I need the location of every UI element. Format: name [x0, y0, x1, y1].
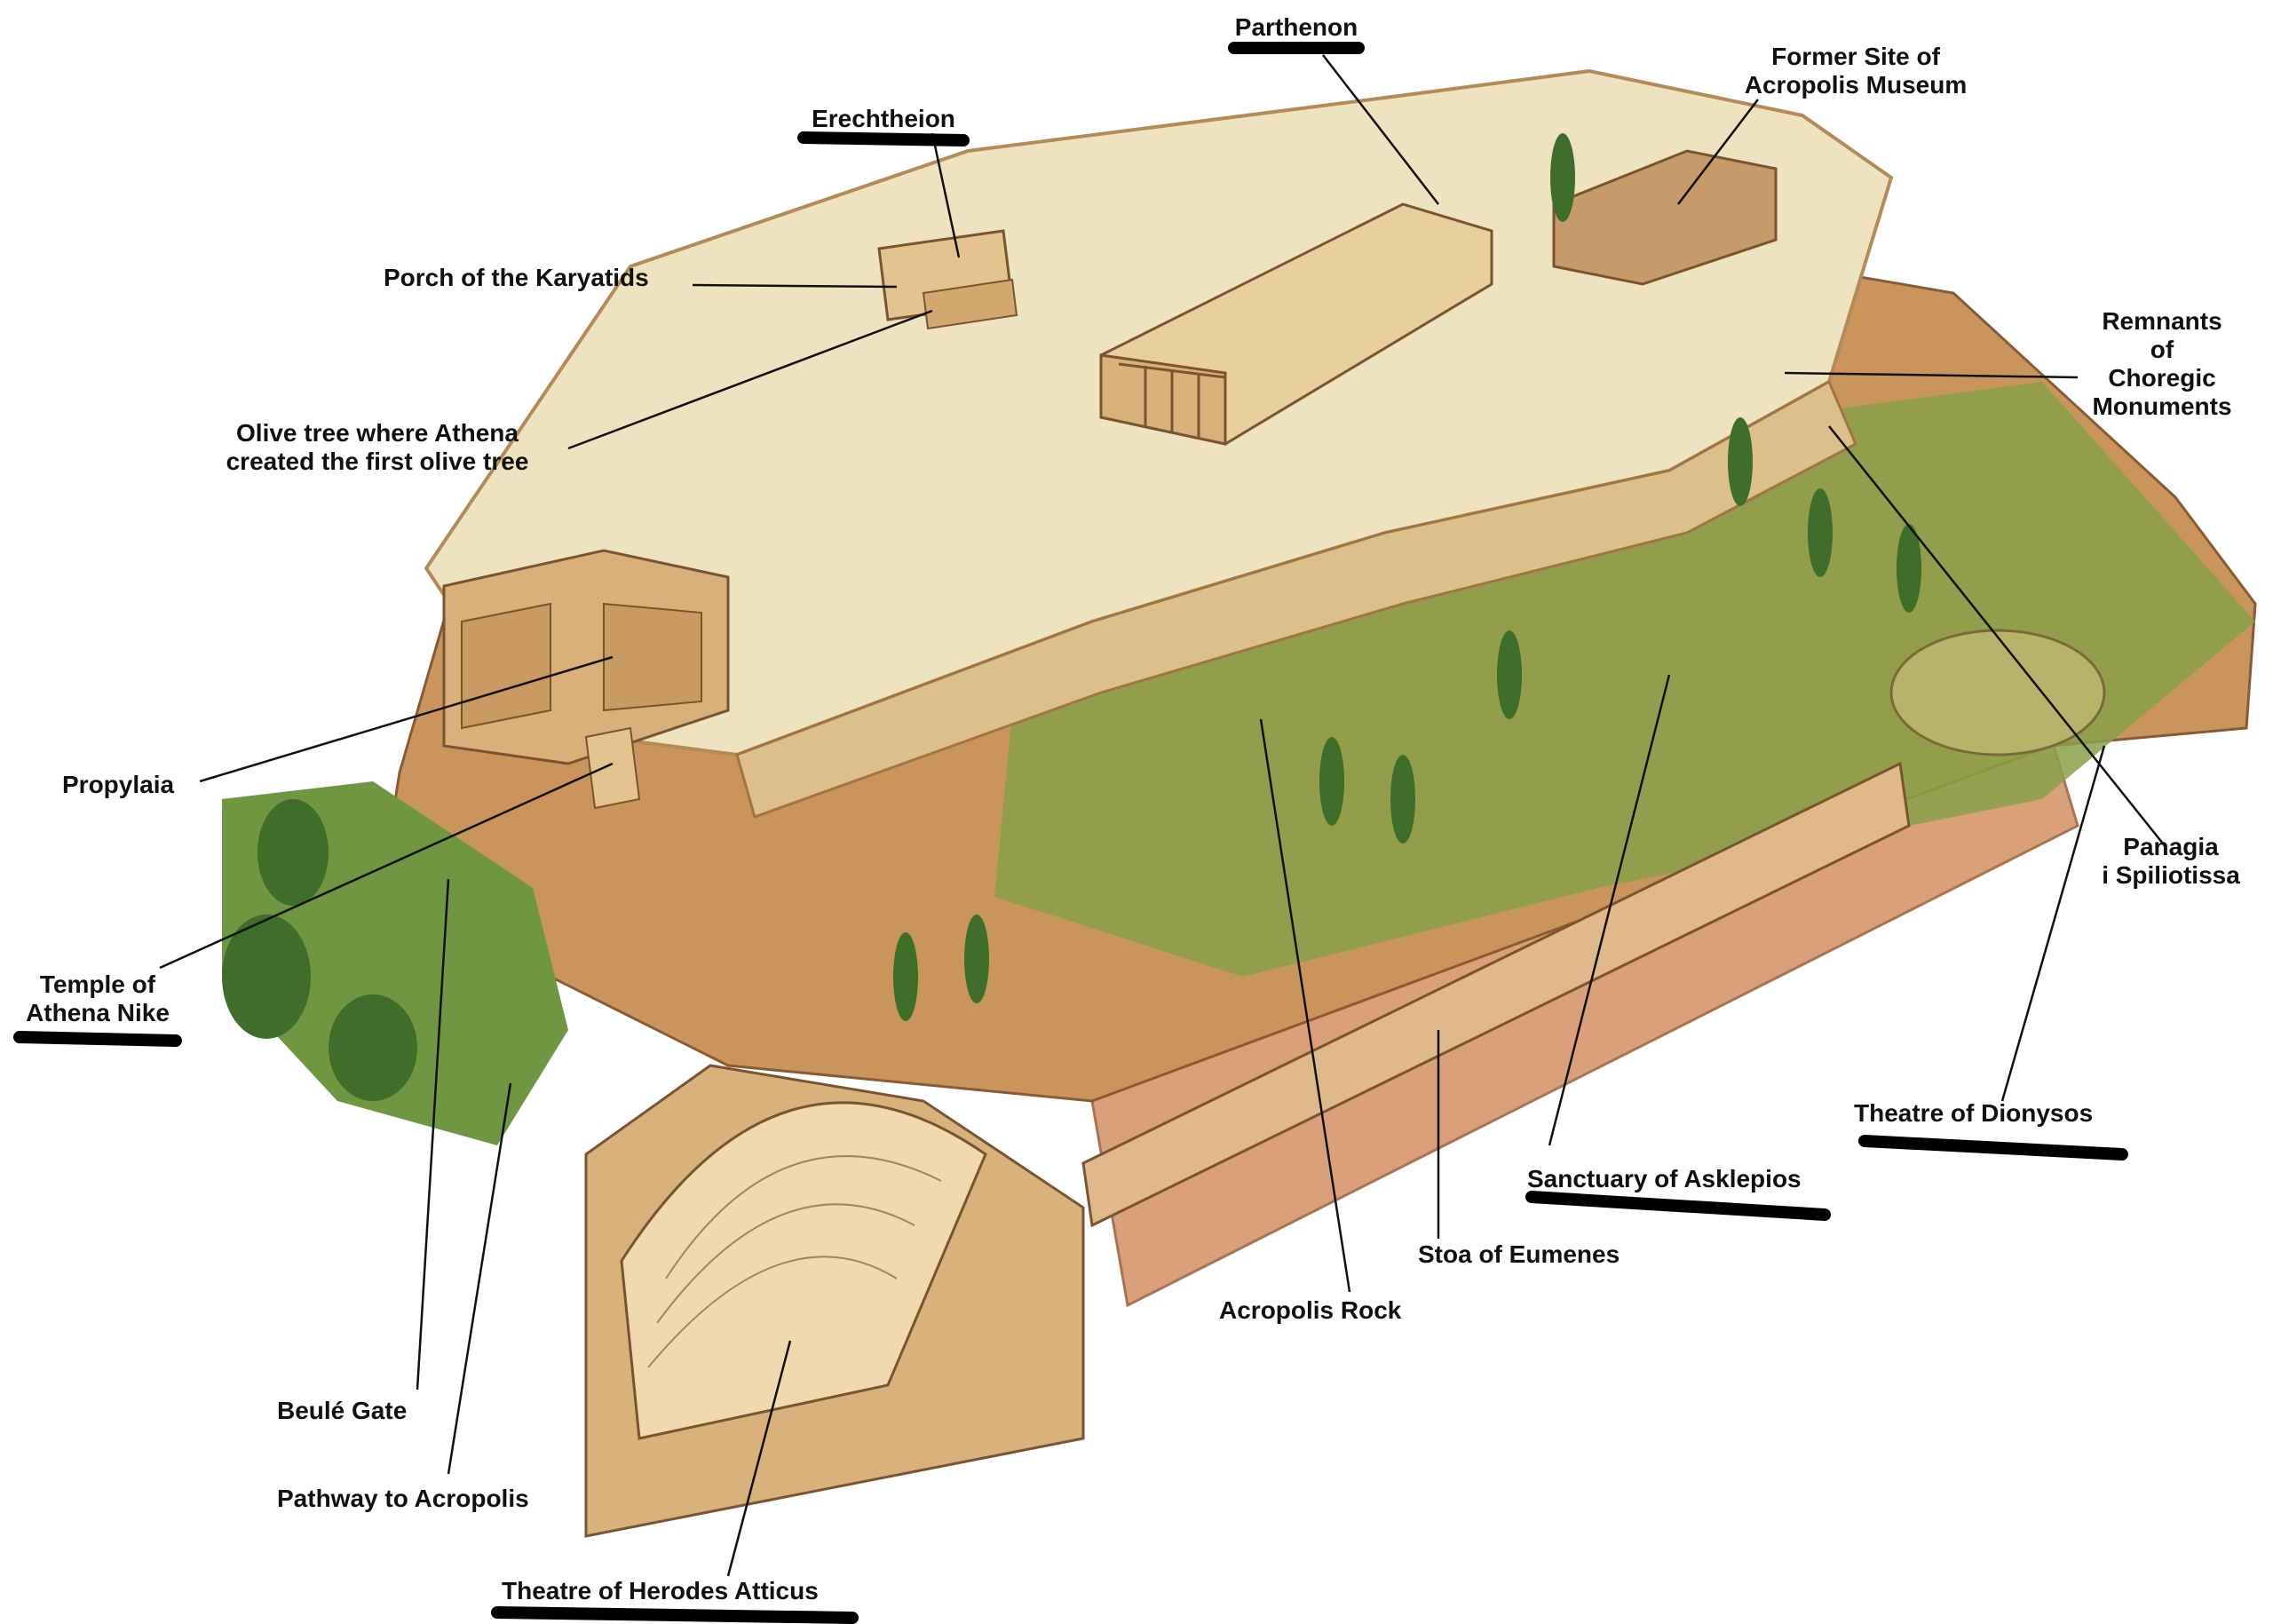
leader-athena-nike [159, 762, 614, 970]
leader-propylaia [199, 655, 614, 783]
label-choregic: Remnants of Choregic Monuments [2069, 307, 2255, 421]
leader-lines [159, 54, 2167, 1577]
label-eumenes: Stoa of Eumenes [1418, 1240, 1620, 1268]
underline-herodes [491, 1606, 859, 1624]
label-athena-nike-line2: Athena Nike [26, 999, 170, 1026]
athena-nike-temple [584, 726, 641, 810]
label-olive-tree-line2: created the first olive tree [226, 448, 529, 475]
label-panagia: Panagia i Spiliotissa [2078, 833, 2264, 890]
underline-asklepios [1525, 1191, 1831, 1221]
underline-erechtheion [797, 131, 970, 147]
label-acropolis-rock: Acropolis Rock [1219, 1296, 1402, 1324]
label-panagia-line1: Panagia [2123, 833, 2219, 860]
label-herodes-atticus: Theatre of Herodes Atticus [502, 1577, 819, 1604]
leader-erechtheion [931, 132, 961, 258]
label-asklepios: Sanctuary of Asklepios [1527, 1165, 1802, 1192]
leader-herodes [726, 1340, 792, 1577]
label-athena-nike: Temple of Athena Nike [9, 970, 186, 1027]
leader-olive-tree [567, 309, 933, 450]
label-choregic-line4: Monuments [2092, 392, 2232, 420]
former-museum-building [1552, 149, 1778, 286]
leader-beule [416, 878, 450, 1390]
label-erechtheion: Erechtheion [812, 105, 955, 132]
leader-rock [1259, 718, 1351, 1293]
leader-asklepios [1548, 674, 1671, 1146]
label-choregic-line1: Remnants [2102, 307, 2222, 335]
leader-pathway [447, 1082, 512, 1475]
leader-panagia [1828, 425, 2167, 849]
label-pathway: Pathway to Acropolis [277, 1485, 529, 1512]
underline-athena-nike [13, 1031, 182, 1047]
label-choregic-line3: Choregic [2108, 364, 2216, 392]
leader-karyatids [692, 283, 898, 289]
label-beule-gate: Beulé Gate [277, 1397, 408, 1424]
stoa-of-eumenes [1081, 761, 1911, 1228]
label-athena-nike-line1: Temple of [39, 970, 156, 998]
label-panagia-line2: i Spiliotissa [2102, 861, 2240, 889]
label-parthenon: Parthenon [1234, 13, 1358, 41]
label-choregic-line2: of [2150, 336, 2174, 363]
south-wall [735, 379, 1857, 819]
label-olive-tree: Olive tree where Athena created the firs… [191, 419, 564, 476]
label-olive-tree-line1: Olive tree where Athena [236, 419, 519, 447]
leader-parthenon [1322, 54, 1439, 205]
dionysos-theatre [1889, 629, 2106, 757]
label-propylaia: Propylaia [62, 771, 175, 798]
herodes-atticus-theatre [584, 1064, 1085, 1538]
leader-dionysos [2000, 745, 2106, 1102]
erechtheion-building [877, 229, 1018, 330]
label-porch-karyatids: Porch of the Karyatids [384, 264, 649, 291]
leader-former-museum [1677, 99, 1759, 205]
vegetation-slope-south [994, 382, 2255, 977]
parthenon-building [1099, 202, 1493, 446]
label-former-museum-line2: Acropolis Museum [1744, 71, 1968, 99]
label-dionysos: Theatre of Dionysos [1854, 1099, 2094, 1127]
label-former-museum-line1: Former Site of [1771, 43, 1940, 70]
leader-choregic [1784, 371, 2079, 379]
underline-dionysos [1858, 1135, 2128, 1161]
label-former-museum: Former Site of Acropolis Museum [1696, 43, 2016, 99]
propylaia-building [442, 549, 730, 765]
cypress-trees [222, 133, 1921, 1101]
highlight-underlines [13, 42, 2128, 1624]
